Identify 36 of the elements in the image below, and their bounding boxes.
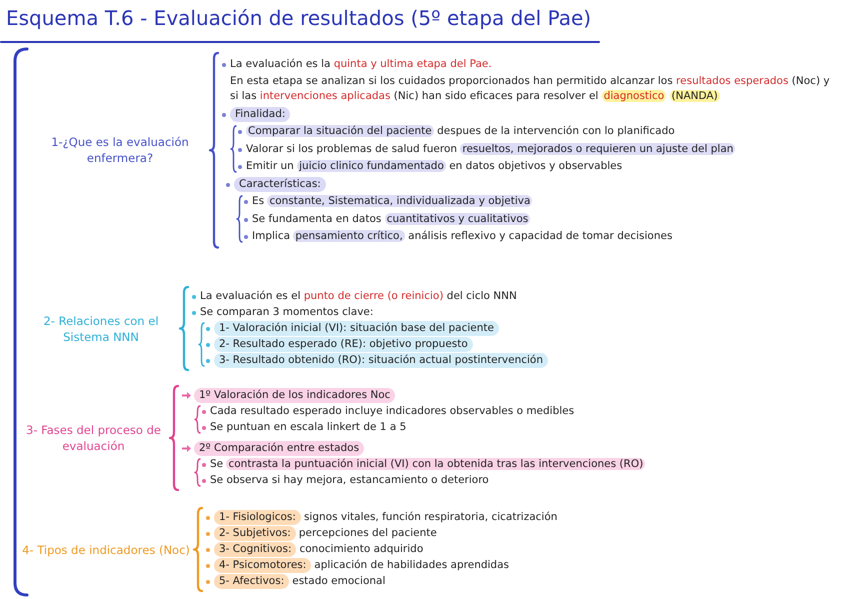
indicator-type-label: 5- Afectivos: <box>214 574 290 589</box>
indicator-type-label: 2- Subjetivos: <box>214 526 296 541</box>
list-item: Se fundamenta en datos cuantitativos y cualitativos <box>252 212 530 226</box>
indicator-description: estado emocional <box>292 574 386 589</box>
highlighted-subheading: Finalidad: <box>230 106 290 122</box>
section-heading: 4- Tipos de indicadores (Noc) <box>22 542 190 558</box>
indicator-type-label: 4- Psicomotores: <box>214 558 312 573</box>
list-item: La evaluación es el punto de cierre (o reinicio) del ciclo NNN <box>200 289 517 304</box>
section-heading: 1-¿Que es la evaluación enfermera? <box>50 134 190 166</box>
list-item: Es constante, Sistematica, individualizada y objetiva <box>252 194 532 209</box>
paragraph: En esta etapa se analizan si los cuidados proporcionados han permitido alcanzar los resultados esperados (Noc) y si las intervenciones aplicadas (Nic) han sido eficaces para resolver el diagnostico (NANDA) <box>230 74 831 104</box>
indicator-description: aplicación de habilidades aprendidas <box>314 558 509 573</box>
phase-heading: 1º Valoración de los indicadores Noc <box>194 388 396 403</box>
list-item: Emitir un juicio clinico fundamentado en datos objetivos y observables <box>246 159 622 174</box>
highlighted-list-item: 1- Valoración inicial (VI): situación base del paciente <box>214 321 499 336</box>
list-item: Se contrasta la puntuación inicial (VI) con la obtenida tras las intervenciones (RO) <box>210 457 646 472</box>
phase-heading: 2º Comparación entre estados <box>194 441 364 456</box>
section-heading: 2- Relaciones con el Sistema NNN <box>42 313 160 345</box>
indicator-description: conocimiento adquirido <box>299 542 424 557</box>
section-heading: 3- Fases del proceso de evaluación <box>25 422 162 454</box>
list-item: La evaluación es la quinta y ultima etapa del Pae. <box>230 56 492 72</box>
list-item: Valorar si los problemas de salud fueron resueltos, mejorados o requieren un ajuste del plan <box>246 142 736 156</box>
list-item: Se observa si hay mejora, estancamiento o deterioro <box>210 473 489 488</box>
highlighted-list-item: 3- Resultado obtenido (RO): situación actual postintervención <box>214 353 548 368</box>
indicator-description: signos vitales, función respiratoria, cicatrización <box>304 510 558 525</box>
list-item: Se comparan 3 momentos clave: <box>200 305 374 320</box>
list-item: Comparar la situación del paciente despues de la intervención con lo planificado <box>246 124 675 139</box>
highlighted-subheading: Características: <box>234 176 326 192</box>
list-item: Implica pensamiento crítico, análisis reflexivo y capacidad de tomar decisiones <box>252 229 672 244</box>
title: Esquema T.6 - Evaluación de resultados (5º etapa del Pae) <box>6 6 592 30</box>
highlighted-list-item: 2- Resultado esperado (RE): objetivo propuesto <box>214 337 473 352</box>
list-item: Se puntuan en escala linkert de 1 a 5 <box>210 420 406 435</box>
indicator-type-label: 1- Fisiologicos: <box>214 510 301 525</box>
indicator-description: percepciones del paciente <box>298 526 437 541</box>
indicator-type-label: 3- Cognitivos: <box>214 542 296 557</box>
list-item: Cada resultado esperado incluye indicadores observables o medibles <box>210 404 574 419</box>
